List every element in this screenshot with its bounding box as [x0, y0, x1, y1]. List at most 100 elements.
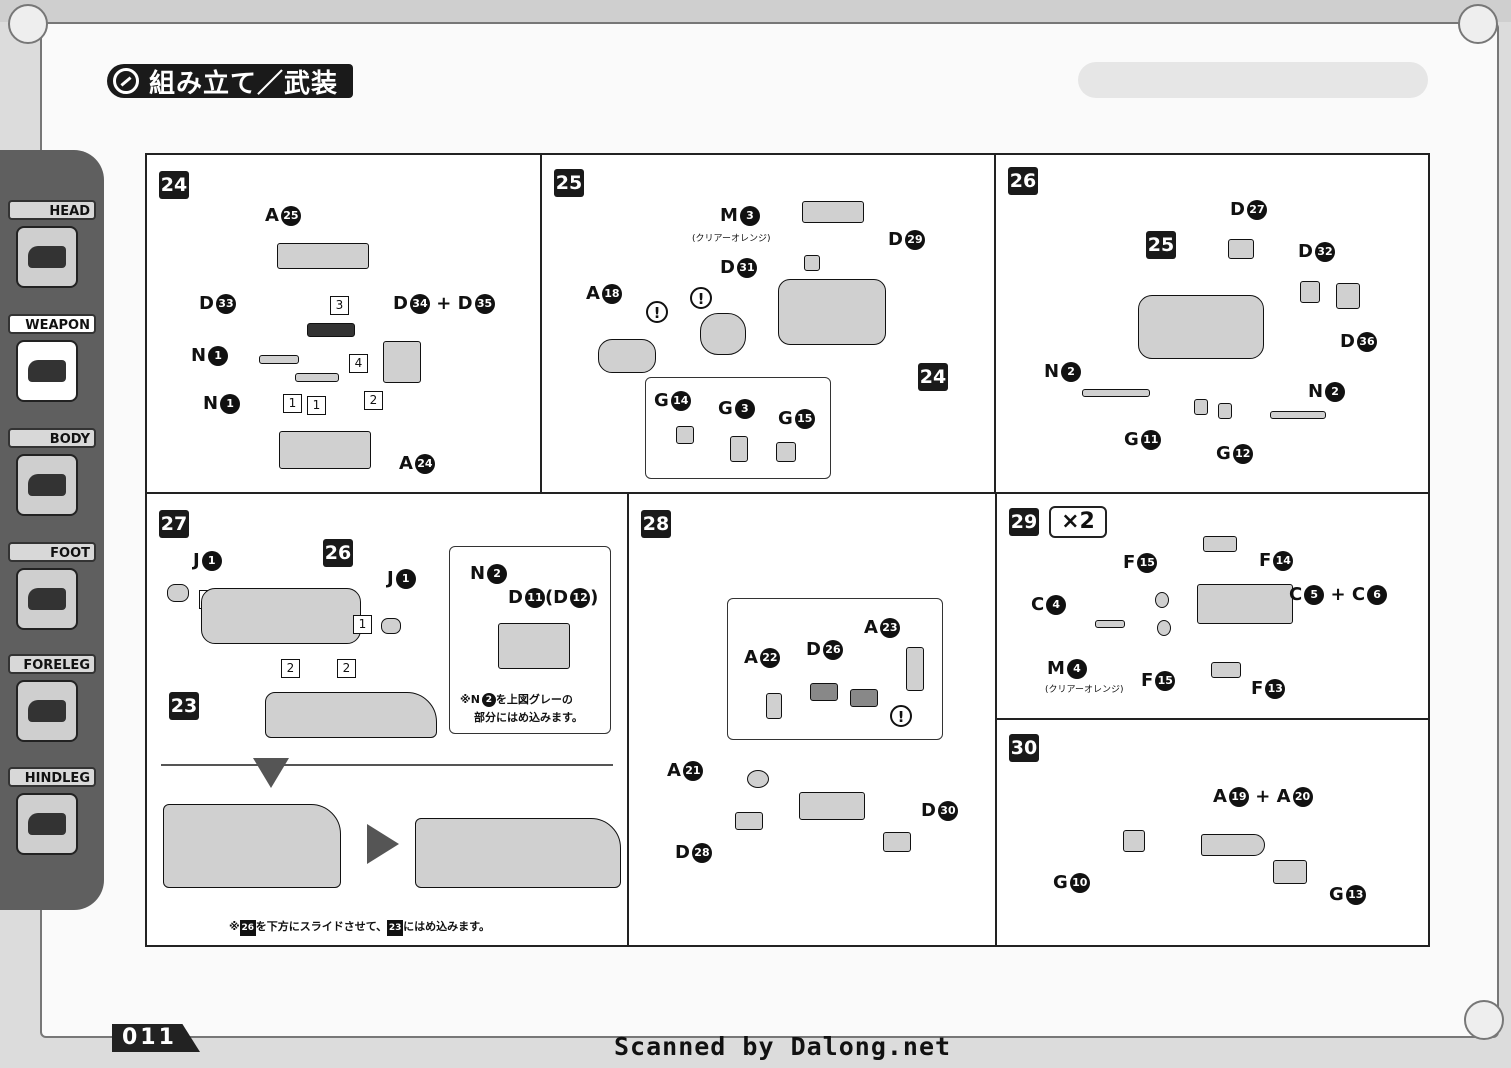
part-center-assembly — [799, 792, 865, 820]
section-title: 組み立て／武装 — [107, 64, 353, 99]
step-number: 30 — [1009, 734, 1039, 762]
sidebar-item-foot[interactable]: FOOT — [8, 542, 96, 630]
page-top-frame — [0, 0, 1511, 22]
corner-gear-icon — [1458, 4, 1498, 44]
part-a22 — [766, 693, 782, 719]
part-a25 — [277, 243, 369, 269]
part-g3 — [730, 436, 748, 462]
sidebar-item-label: HINDLEG — [8, 767, 96, 787]
sidebar-item-label: FOOT — [8, 542, 96, 562]
order-marker: 2 — [337, 659, 356, 678]
part-d26 — [810, 683, 838, 701]
ref-step-label: 26 — [323, 539, 353, 567]
sidebar: HEAD WEAPON BODY FOOT FORELEG HINDLEG — [0, 150, 104, 910]
part-f15 — [1155, 592, 1169, 608]
attention-icon: ! — [646, 301, 668, 323]
ref-step-label: 24 — [918, 363, 948, 391]
step-number: 28 — [641, 510, 671, 538]
part-before-slide — [163, 804, 341, 888]
part-f14 — [1203, 536, 1237, 552]
part-d33 — [307, 323, 355, 337]
quantity-badge: ×2 — [1049, 506, 1107, 538]
clear-orange-note: (クリアーオレンジ) — [692, 234, 771, 244]
part-d36 — [1336, 283, 1360, 309]
part-n1 — [295, 373, 339, 382]
part-d27 — [1228, 239, 1254, 259]
part-d31 — [700, 313, 746, 355]
step-number: 26 — [1008, 167, 1038, 195]
weapon-icon — [16, 340, 78, 402]
order-marker: 4 — [349, 354, 368, 373]
part-a21 — [747, 770, 769, 788]
order-marker: 1 — [283, 394, 302, 413]
attention-icon: ! — [890, 705, 912, 727]
part-j1 — [381, 618, 401, 634]
order-marker: 3 — [330, 296, 349, 315]
part-g10 — [1123, 830, 1145, 852]
part-n2 — [1082, 389, 1150, 397]
part-d11 — [498, 623, 570, 669]
part-a18 — [598, 339, 656, 373]
head-icon — [16, 226, 78, 288]
order-marker: 2 — [281, 659, 300, 678]
gear-icon — [113, 68, 139, 94]
part-assembly-25 — [1138, 295, 1264, 359]
part-a24 — [279, 431, 371, 469]
part-c4 — [1095, 620, 1125, 628]
part-assembly-23 — [265, 692, 437, 738]
sidebar-item-label: FORELEG — [8, 654, 96, 674]
step-number: 29 — [1009, 508, 1039, 536]
ref-step-label: 23 — [169, 692, 199, 720]
sidebar-item-body[interactable]: BODY — [8, 428, 96, 516]
part-d28 — [735, 812, 763, 830]
part-g14 — [676, 426, 694, 444]
section-title-text: 組み立て／武装 — [149, 68, 339, 99]
sidebar-item-weapon[interactable]: WEAPON — [8, 314, 96, 402]
part-n1 — [259, 355, 299, 364]
order-marker: 2 — [364, 391, 383, 410]
part-m3 — [804, 255, 820, 271]
sidebar-item-foreleg[interactable]: FORELEG — [8, 654, 96, 742]
foreleg-icon — [16, 680, 78, 742]
part-assembly-24 — [778, 279, 886, 345]
clear-orange-note: (クリアーオレンジ) — [1045, 685, 1124, 695]
order-marker: 1 — [353, 615, 372, 634]
sidebar-item-hindleg[interactable]: HINDLEG — [8, 767, 96, 855]
part-g11 — [1194, 399, 1208, 415]
sidebar-item-head[interactable]: HEAD — [8, 200, 96, 288]
part-a19 — [1201, 834, 1265, 856]
part-d34 — [383, 341, 421, 383]
sidebar-item-label: HEAD — [8, 200, 96, 220]
sidebar-item-label: WEAPON — [8, 314, 96, 334]
part-g15 — [776, 442, 796, 462]
arrow-down-icon — [253, 758, 289, 788]
